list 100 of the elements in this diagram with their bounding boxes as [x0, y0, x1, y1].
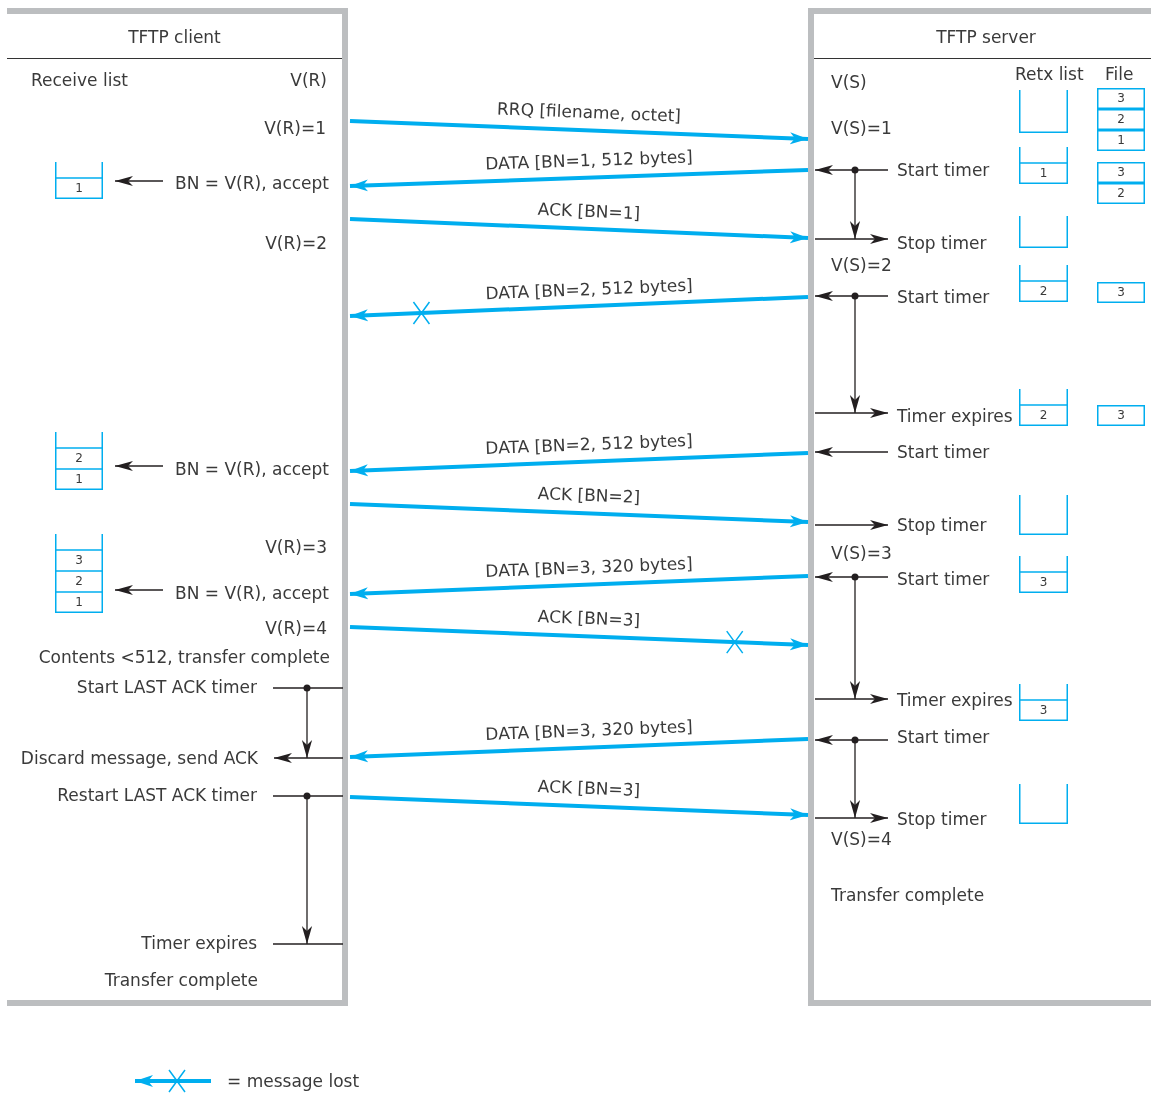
annotation-text: V(S)=4	[831, 828, 892, 850]
list-bucket	[1019, 216, 1068, 248]
timer-event-text: Start timer	[897, 568, 990, 590]
list-entry-number: 2	[1038, 407, 1049, 424]
message-arrow	[349, 625, 809, 651]
timer-event-text: Start timer	[897, 286, 990, 308]
message-arrow	[349, 168, 809, 192]
list-entry-number: 1	[74, 471, 84, 488]
list-entry-number: 1	[74, 180, 84, 197]
connector-line	[272, 687, 344, 689]
list-bucket	[55, 162, 103, 199]
message-arrow	[349, 502, 809, 528]
list-entry-number: 2	[74, 573, 84, 590]
arrow	[273, 752, 344, 764]
timer-event-text: Start LAST ACK timer	[76, 676, 257, 698]
list-entry-number: 1	[1038, 165, 1049, 182]
timer-event-text: BN = V(R), accept	[175, 582, 329, 604]
arrow	[814, 571, 889, 583]
timer-event-text: BN = V(R), accept	[175, 458, 329, 480]
timer-event-text: Restart LAST ACK timer	[57, 784, 257, 806]
arrow	[814, 812, 889, 824]
list-bucket	[1019, 784, 1068, 824]
list-entry-number: 3	[1038, 574, 1049, 591]
annotation-text: Transfer complete	[831, 884, 985, 906]
list-bucket	[55, 432, 103, 490]
connector-line	[272, 795, 344, 797]
annotation-text: Retx list	[1015, 63, 1084, 85]
annotation-text: V(S)=3	[831, 542, 892, 564]
list-entry-number: 1	[1116, 132, 1126, 149]
annotation-text: V(S)=2	[831, 254, 892, 276]
list-bucket	[1019, 265, 1068, 302]
list-bucket	[1019, 556, 1068, 593]
list-bucket	[55, 534, 103, 613]
message-arrow	[349, 295, 809, 322]
timer-event-text: Timer expires	[141, 932, 257, 954]
file-block-stack	[1097, 282, 1145, 303]
arrow	[814, 290, 889, 302]
message-arrow	[349, 737, 809, 763]
list-entry-number: 2	[1038, 283, 1049, 300]
annotation-text: V(R)=2	[265, 232, 327, 254]
list-entry-number: 3	[74, 552, 84, 569]
arrow	[814, 519, 889, 531]
annotation-text: V(R)	[290, 69, 327, 91]
panel-title: TFTP server	[935, 26, 1037, 48]
file-block-stack	[1097, 162, 1145, 204]
connector-line	[272, 943, 344, 945]
message-arrow	[349, 217, 809, 244]
arrow	[114, 175, 164, 187]
arrow	[114, 460, 164, 472]
timer-event-text: Timer expires	[897, 405, 1013, 427]
message-arrow	[349, 119, 809, 145]
legend-text: = message lost	[227, 1070, 360, 1092]
timer-event-text: Stop timer	[897, 232, 987, 254]
annotation-text: V(R)=3	[265, 536, 327, 558]
list-entry-number: 3	[1116, 90, 1126, 107]
arrow	[814, 233, 889, 245]
timer-event-text: BN = V(R), accept	[175, 172, 329, 194]
annotation-text: V(R)=1	[264, 117, 326, 139]
arrow	[814, 446, 889, 458]
message-arrow	[349, 451, 809, 477]
list-bucket	[1019, 389, 1068, 426]
timer-event-text: Start timer	[897, 726, 990, 748]
arrow	[114, 584, 164, 596]
list-entry-number: 2	[1116, 111, 1126, 128]
timer-event-text: Start timer	[897, 441, 990, 463]
list-entry-number: 1	[74, 594, 84, 611]
list-entry-number: 3	[1038, 702, 1049, 719]
timer-event-text: Stop timer	[897, 808, 987, 830]
lifeline-panel	[7, 8, 348, 1006]
annotation-text: V(R)=4	[265, 617, 327, 639]
annotation-text: Contents <512, transfer complete	[38, 646, 330, 668]
list-bucket	[1019, 90, 1068, 133]
list-bucket	[1019, 147, 1068, 184]
file-block-stack	[1097, 405, 1145, 426]
list-entry-number: 3	[1116, 407, 1126, 424]
message-arrow	[349, 574, 809, 600]
list-entry-number: 2	[74, 450, 84, 467]
list-entry-number: 2	[1116, 185, 1126, 202]
timer-event-text: Stop timer	[897, 514, 987, 536]
lifeline-panel	[808, 8, 1151, 1006]
list-bucket	[1019, 495, 1068, 535]
message-arrow	[349, 795, 809, 821]
annotation-text: Receive list	[31, 69, 128, 91]
list-entry-number: 3	[1116, 164, 1126, 181]
annotation-text: File	[1105, 63, 1134, 85]
arrow	[814, 693, 889, 705]
arrow	[814, 734, 889, 746]
arrow	[814, 407, 889, 419]
edge-label: DATA [BN=1, 512 bytes]	[483, 146, 695, 174]
annotation-text: V(S)=1	[831, 117, 892, 139]
list-bucket	[1019, 684, 1068, 721]
annotation-text: Transfer complete	[104, 969, 258, 991]
file-block-stack	[1097, 88, 1145, 151]
timer-event-text: Start timer	[897, 159, 990, 181]
timer-event-text: Discard message, send ACK	[20, 747, 258, 769]
list-entry-number: 3	[1116, 284, 1126, 301]
annotation-text: V(S)	[831, 71, 867, 93]
timer-event-text: Timer expires	[897, 689, 1013, 711]
panel-title: TFTP client	[127, 26, 222, 48]
arrow	[814, 164, 889, 176]
